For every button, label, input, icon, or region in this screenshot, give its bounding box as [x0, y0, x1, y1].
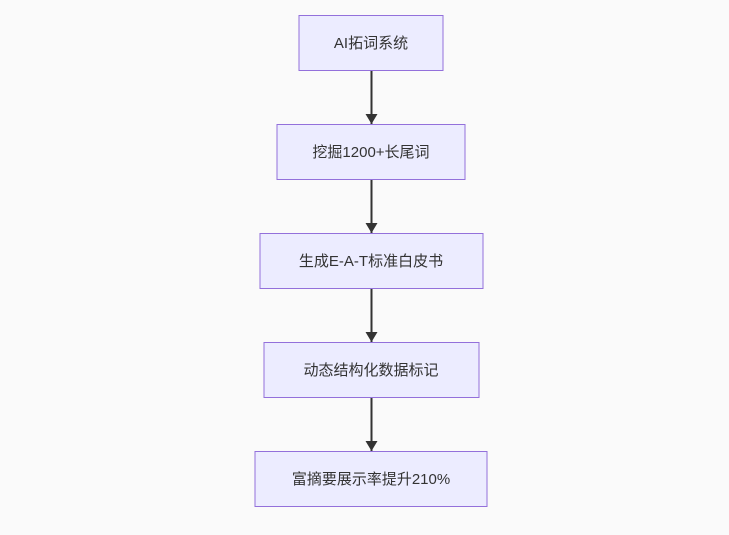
flow-node-longtail-mining: 挖掘1200+长尾词 — [276, 124, 466, 180]
flow-node-structured-data-markup: 动态结构化数据标记 — [263, 342, 479, 398]
flow-node-label: 动态结构化数据标记 — [303, 361, 439, 379]
flow-node-label: 富摘要展示率提升210% — [291, 470, 451, 488]
edge-n3-n4 — [365, 289, 377, 342]
flowchart-canvas: AI拓词系统 挖掘1200+长尾词 生成E-A-T标准白皮书 动态结构化数据标记… — [254, 15, 488, 507]
flow-node-label: AI拓词系统 — [333, 34, 409, 52]
edge-n2-n3 — [365, 180, 377, 233]
edge-n4-n5 — [365, 398, 377, 451]
flow-node-ai-word-expansion: AI拓词系统 — [298, 15, 444, 71]
arrow-down-icon — [365, 332, 377, 342]
arrow-down-icon — [365, 441, 377, 451]
arrow-down-icon — [365, 114, 377, 124]
flow-node-label: 挖掘1200+长尾词 — [312, 143, 430, 161]
flow-node-label: 生成E-A-T标准白皮书 — [298, 252, 444, 270]
flow-node-eat-whitepaper: 生成E-A-T标准白皮书 — [259, 233, 483, 289]
edge-n1-n2 — [365, 71, 377, 124]
flow-node-rich-snippet-result: 富摘要展示率提升210% — [254, 451, 488, 507]
arrow-down-icon — [365, 223, 377, 233]
